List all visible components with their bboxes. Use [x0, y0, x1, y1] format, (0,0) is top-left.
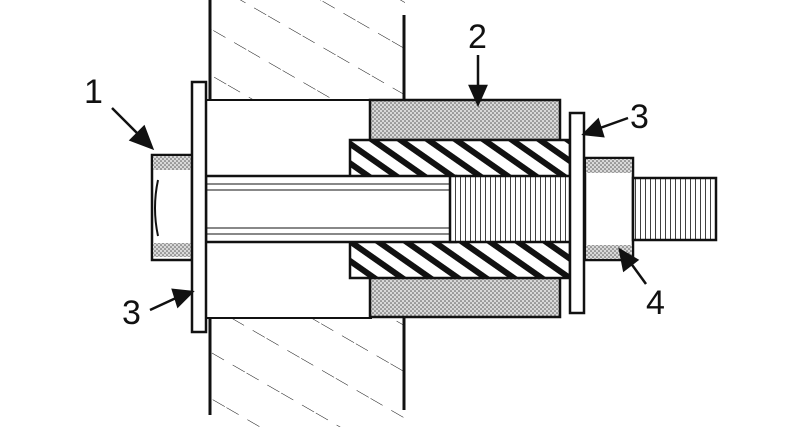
- leader-arrow-4: [628, 261, 648, 285]
- washer-left: [190, 80, 208, 334]
- bolt-head-chamfer-bottom: [153, 243, 191, 257]
- leader-arrows: [111, 55, 648, 312]
- leader-arrowhead-4: [618, 247, 640, 273]
- bolt-head-body: [150, 153, 194, 262]
- bolt-head: [150, 153, 194, 262]
- leader-arrowhead-3-right: [581, 117, 605, 138]
- bolt-threaded-end: [631, 176, 718, 242]
- nut-body: [583, 156, 635, 262]
- leader-arrowhead-1: [128, 124, 155, 151]
- outer-sleeve-bottom: [368, 275, 562, 319]
- callout-2: 2: [468, 18, 487, 56]
- bolt-threaded-section: [448, 174, 580, 244]
- callout-3-left: 3: [122, 294, 141, 332]
- callout-1: 1: [84, 73, 103, 111]
- bolt-shank-body: [204, 174, 458, 244]
- bolt-head-curve: [154, 179, 159, 237]
- leader-arrowhead-2: [468, 84, 488, 108]
- leader-arrow-3-right: [599, 116, 629, 130]
- leader-arrow-3-left: [149, 296, 177, 312]
- leader-arrowhead-3-left: [171, 288, 195, 309]
- leader-arrow-1: [111, 107, 141, 137]
- nut: [583, 156, 635, 262]
- nut-chamfer-top: [586, 159, 632, 173]
- callout-3-right: 3: [630, 98, 649, 136]
- bolt-shank: [204, 174, 580, 244]
- callout-4: 4: [646, 284, 665, 322]
- outer-sleeve-top: [368, 98, 562, 142]
- bolt-head-chamfer-top: [153, 156, 191, 170]
- washer-right: [568, 111, 586, 315]
